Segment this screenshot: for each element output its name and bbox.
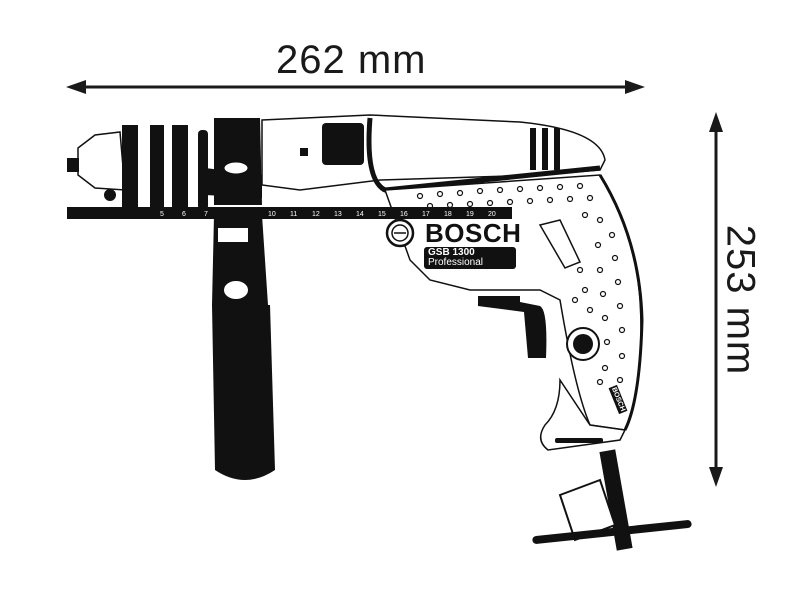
side-handle-collar <box>205 118 262 205</box>
model-badge: GSB 1300 Professional <box>424 247 516 269</box>
ruler-number: 12 <box>312 211 320 218</box>
ruler-number: 17 <box>422 211 430 218</box>
chuck-key <box>532 449 692 551</box>
ruler-number: 10 <box>268 211 276 218</box>
width-dimension-label: 262 mm <box>276 38 427 82</box>
brand-name: BOSCH <box>425 218 522 248</box>
ruler-number: 19 <box>466 211 474 218</box>
ruler-number: 13 <box>334 211 342 218</box>
trigger <box>478 296 547 358</box>
width-dimension-arrow <box>66 80 645 94</box>
ruler-number: 14 <box>356 211 364 218</box>
drill-grip <box>383 174 644 431</box>
handle-bottom <box>539 377 627 451</box>
drill-chuck <box>67 125 208 215</box>
ruler-number: 16 <box>400 211 408 218</box>
ruler-number: 5 <box>160 211 164 218</box>
height-dimension-label: 253 mm <box>718 224 763 376</box>
ruler-number: 7 <box>204 211 208 218</box>
depth-gauge-ruler <box>67 207 512 219</box>
model-name: GSB 1300 <box>428 247 475 258</box>
bosch-logo <box>385 218 415 248</box>
ruler-number: 15 <box>378 211 386 218</box>
height-dimension-arrow <box>709 112 723 487</box>
ruler-number: 20 <box>488 211 496 218</box>
ruler-number: 6 <box>182 211 186 218</box>
ruler-number: 11 <box>290 211 298 218</box>
product-line: Professional <box>428 257 484 268</box>
side-handle <box>212 215 275 480</box>
drill-housing <box>261 114 606 193</box>
ruler-number: 18 <box>444 211 452 218</box>
